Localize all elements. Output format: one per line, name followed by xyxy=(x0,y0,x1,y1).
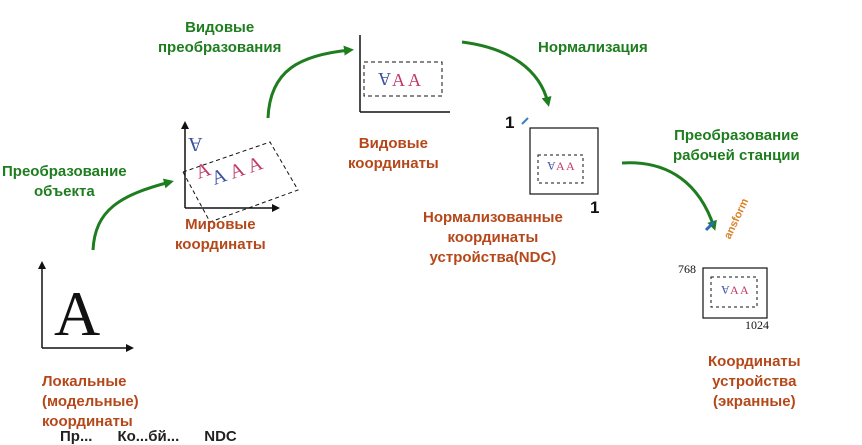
device-y-tick-label: 768 xyxy=(678,262,696,276)
view-coords-text: Видовые координаты xyxy=(348,135,439,172)
ndc-y-one-label: 1 xyxy=(505,113,515,132)
local-letter-glyph: A xyxy=(54,278,101,349)
ndc-coords-text: Нормализованные координаты устройства(ND… xyxy=(423,209,563,266)
local-coords-label: Локальные (модельные) координаты xyxy=(42,372,139,432)
view-glyph-1: A xyxy=(378,69,391,89)
view-transform-label: Видовые преобразования xyxy=(158,18,281,58)
ndc-glyph-3: A xyxy=(566,159,575,173)
view-glyph-3: A xyxy=(408,70,421,90)
device-glyphs: A A A xyxy=(721,282,761,302)
device-coords-label: Координаты устройства (экранные) xyxy=(708,352,801,412)
view-axes xyxy=(359,35,450,113)
ndc-corner-mark xyxy=(521,117,529,125)
workstation-mark xyxy=(704,220,716,232)
world-glyph-4: A xyxy=(226,158,248,184)
object-transform-arrow xyxy=(91,178,174,251)
ndc-x-one-label: 1 xyxy=(590,198,600,217)
world-coords-label: Мировые координаты xyxy=(175,215,266,255)
view-glyphs: A A A xyxy=(378,68,448,94)
normalization-arrow xyxy=(461,40,552,107)
ndc-glyph-1: A xyxy=(547,159,556,173)
object-transform-label: Преобразование объекта xyxy=(2,162,127,202)
ndc-glyphs: A A A xyxy=(547,158,587,178)
view-coords-label: Видовые координаты xyxy=(348,134,439,174)
device-glyph-3: A xyxy=(740,283,749,297)
local-axes xyxy=(38,261,134,352)
local-coords-text: Локальные (модельные) координаты xyxy=(42,373,139,430)
device-box xyxy=(702,267,768,319)
world-glyph-1: A xyxy=(188,133,203,155)
ndc-box xyxy=(529,127,599,195)
ndc-coords-label: Нормализованные координаты устройства(ND… xyxy=(423,208,563,268)
world-glyph-5: A xyxy=(244,152,266,178)
view-transform-arrow xyxy=(266,45,354,119)
view-glyph-2: A xyxy=(392,70,405,90)
device-coords-text: Координаты устройства (экранные) xyxy=(708,353,801,410)
device-glyph-2: A xyxy=(730,283,739,297)
world-glyph-3: A xyxy=(208,164,230,190)
world-glyphs: A A A A A xyxy=(188,133,288,210)
workstation-transform-text: Преобразование рабочей станции xyxy=(673,127,800,164)
ndc-glyph-2: A xyxy=(556,159,565,173)
world-coords-text: Мировые координаты xyxy=(175,216,266,253)
device-glyph-1: A xyxy=(721,283,730,297)
workstation-transform-label: Преобразование рабочей станции xyxy=(673,126,800,166)
world-axes xyxy=(181,121,299,223)
view-transform-text: Видовые преобразования xyxy=(158,19,282,56)
device-x-tick-label: 1024 xyxy=(745,318,769,332)
workstation-transform-arrow xyxy=(621,161,717,231)
object-transform-text: Преобразование объекта xyxy=(2,163,127,200)
normalization-label: Нормализация xyxy=(538,39,648,56)
